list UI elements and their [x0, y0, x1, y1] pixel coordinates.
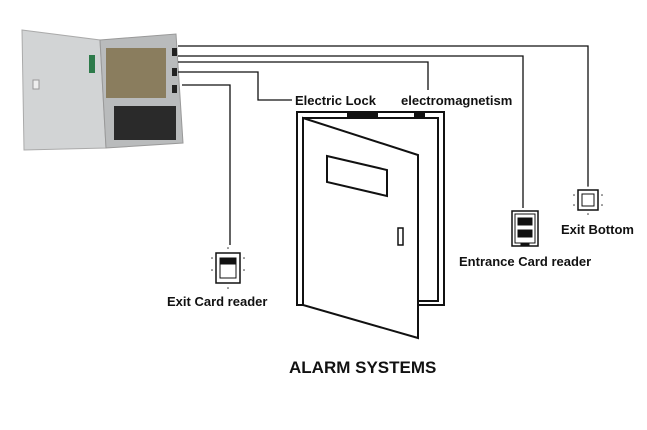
door	[296, 111, 445, 340]
wire-electromagnetism	[178, 61, 429, 90]
electric-lock-block	[347, 112, 378, 118]
label-exit-card-reader: Exit Card reader	[167, 294, 268, 309]
wire-exit-bottom	[178, 45, 589, 186]
label-entrance-card-reader: Entrance Card reader	[459, 254, 592, 269]
wire-exit-reader	[182, 84, 231, 245]
wire-electric-lock	[178, 71, 292, 101]
diagram-title: ALARM SYSTEMS	[289, 358, 437, 377]
label-exit-bottom: Exit Bottom	[561, 222, 634, 237]
label-electromagnetism: electromagnetism	[401, 93, 513, 108]
power-supply-box	[21, 29, 184, 151]
electromagnet-block	[414, 112, 425, 118]
wire-entrance-reader	[178, 55, 524, 208]
exit-button-icon	[573, 185, 603, 215]
wiring	[178, 45, 589, 245]
label-electric-lock: Electric Lock	[295, 93, 376, 108]
entrance-card-reader-icon	[511, 210, 539, 247]
exit-card-reader-icon	[211, 247, 245, 289]
